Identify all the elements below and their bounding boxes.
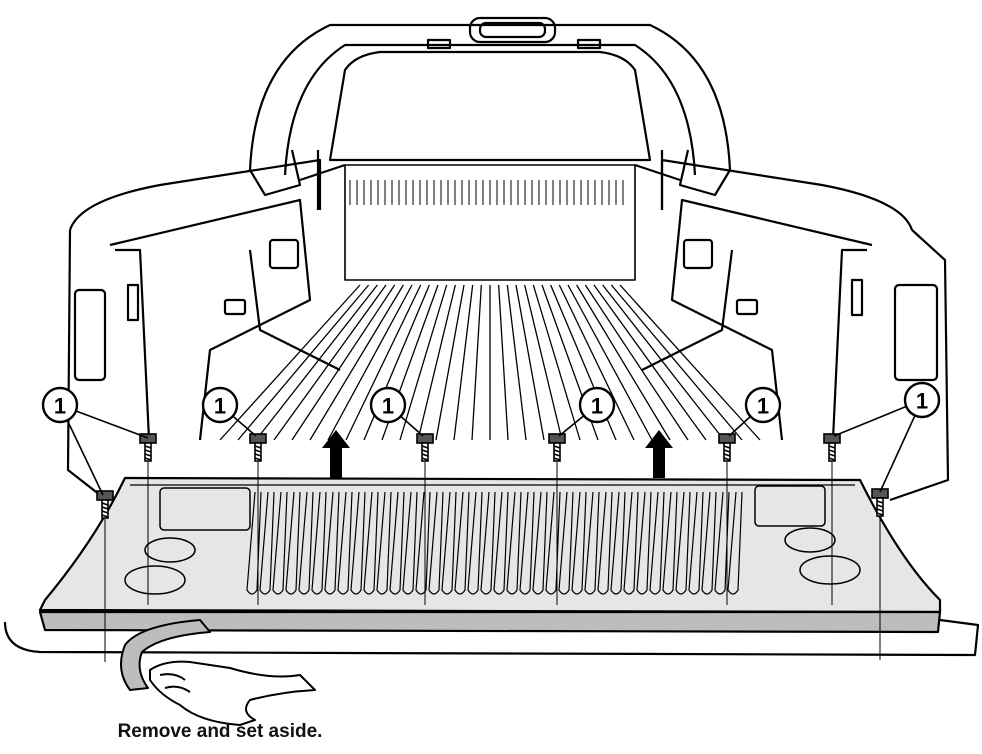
callouts: 1 1 1 1 1 1 <box>41 381 941 424</box>
bolt-icon <box>416 433 434 605</box>
callout-number: 1 <box>916 389 928 414</box>
bolt-icon <box>249 433 267 605</box>
up-arrow-left <box>322 430 350 478</box>
up-arrow-right <box>645 430 673 478</box>
callout-1: 1 <box>369 386 407 424</box>
callout-number: 1 <box>757 394 769 419</box>
hand <box>149 660 316 726</box>
callout-1: 1 <box>744 386 782 424</box>
callout-1: 1 <box>903 381 941 419</box>
bolt-icon <box>548 433 566 605</box>
callout-1: 1 <box>201 386 239 424</box>
bolt-icon <box>871 488 889 660</box>
callout-number: 1 <box>591 394 603 419</box>
bolts <box>96 433 889 662</box>
callout-1: 1 <box>578 386 616 424</box>
bed-floor-ribs <box>219 180 761 441</box>
callout-number: 1 <box>54 394 66 419</box>
tailgate-liner-ribs <box>246 491 743 595</box>
caption: Remove and set aside. <box>117 721 323 742</box>
lift-arrows <box>322 430 673 478</box>
bolt-icon <box>96 490 114 662</box>
seal-strip <box>120 619 211 691</box>
bolt-icon <box>823 433 841 605</box>
callout-1: 1 <box>41 386 79 424</box>
bed-side-walls <box>66 158 950 502</box>
callout-number: 1 <box>214 394 226 419</box>
bolt-icon <box>139 433 157 605</box>
callout-number: 1 <box>382 394 394 419</box>
bolt-icon <box>718 433 736 605</box>
